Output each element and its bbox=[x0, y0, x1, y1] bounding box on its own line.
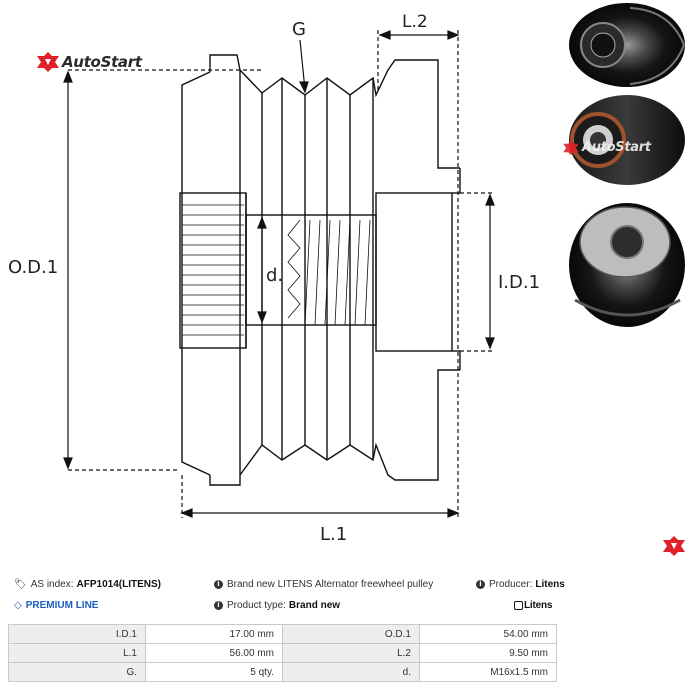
dim-label-od1: O.D.1 bbox=[8, 257, 58, 278]
description: i Brand new LITENS Alternator freewheel … bbox=[214, 579, 433, 590]
spec-value: 5 qty. bbox=[145, 662, 283, 682]
premium-line: ◇ PREMIUM LINE bbox=[14, 600, 98, 611]
premium-label: PREMIUM LINE bbox=[25, 600, 99, 611]
pulley-photo-spline bbox=[569, 203, 685, 327]
info-icon: i bbox=[214, 601, 223, 610]
spec-key: G. bbox=[8, 662, 146, 682]
info-icon: i bbox=[214, 580, 223, 589]
dim-label-g: G bbox=[292, 19, 306, 40]
pulley-photo-front bbox=[569, 3, 686, 87]
pulley-technical-drawing: G L.2 O.D.1 d. I.D.1 L.1 bbox=[8, 3, 686, 545]
spec-key: I.D.1 bbox=[8, 624, 146, 644]
spec-row: G.5 qty.d.M16x1.5 mm bbox=[8, 662, 557, 682]
dim-label-l2: L.2 bbox=[402, 12, 428, 32]
spec-value: 17.00 mm bbox=[145, 624, 283, 644]
producer-logo: Litens bbox=[514, 600, 552, 611]
description-text: Brand new LITENS Alternator freewheel pu… bbox=[227, 579, 434, 590]
pulley-photo-bearing bbox=[569, 95, 685, 185]
as-index-value: AFP1014(LITENS) bbox=[76, 579, 161, 590]
autostart-watermark-icon bbox=[563, 140, 579, 155]
spec-key: L.1 bbox=[8, 643, 146, 663]
tag-icon: 🏷 bbox=[14, 579, 27, 590]
litens-logo-icon bbox=[514, 601, 523, 610]
producer: i Producer: Litens bbox=[476, 579, 565, 590]
autostart-watermark: AutoStart bbox=[563, 140, 651, 155]
product-type-label: Product type: bbox=[227, 600, 286, 611]
spec-key: O.D.1 bbox=[282, 624, 420, 644]
autostart-logo: AutoStart bbox=[37, 52, 142, 72]
spec-key: L.2 bbox=[282, 643, 420, 663]
as-index: 🏷 AS index: AFP1014(LITENS) bbox=[14, 579, 161, 590]
dim-label-id1: I.D.1 bbox=[498, 272, 540, 293]
spec-value: 9.50 mm bbox=[419, 643, 557, 663]
spec-value: M16x1.5 mm bbox=[419, 662, 557, 682]
dim-label-d: d. bbox=[266, 265, 283, 286]
autostart-logo-text: AutoStart bbox=[62, 53, 142, 71]
product-type-value: Brand new bbox=[288, 600, 341, 611]
spec-key: d. bbox=[282, 662, 420, 682]
autostart-small-icon bbox=[663, 536, 685, 556]
litens-logo-text: Litens bbox=[524, 600, 553, 611]
product-type: i Product type: Brand new bbox=[214, 600, 340, 611]
autostart-logo-icon bbox=[37, 52, 59, 72]
spec-value: 56.00 mm bbox=[145, 643, 283, 663]
autostart-watermark-text: AutoStart bbox=[582, 140, 651, 155]
info-icon: i bbox=[476, 580, 485, 589]
producer-label: Producer: bbox=[489, 579, 533, 590]
dim-label-l1: L.1 bbox=[320, 524, 347, 545]
producer-value: Litens bbox=[535, 579, 565, 590]
diamond-icon: ◇ bbox=[14, 600, 22, 611]
as-index-label: AS index: bbox=[30, 579, 74, 590]
spec-value: 54.00 mm bbox=[419, 624, 557, 644]
